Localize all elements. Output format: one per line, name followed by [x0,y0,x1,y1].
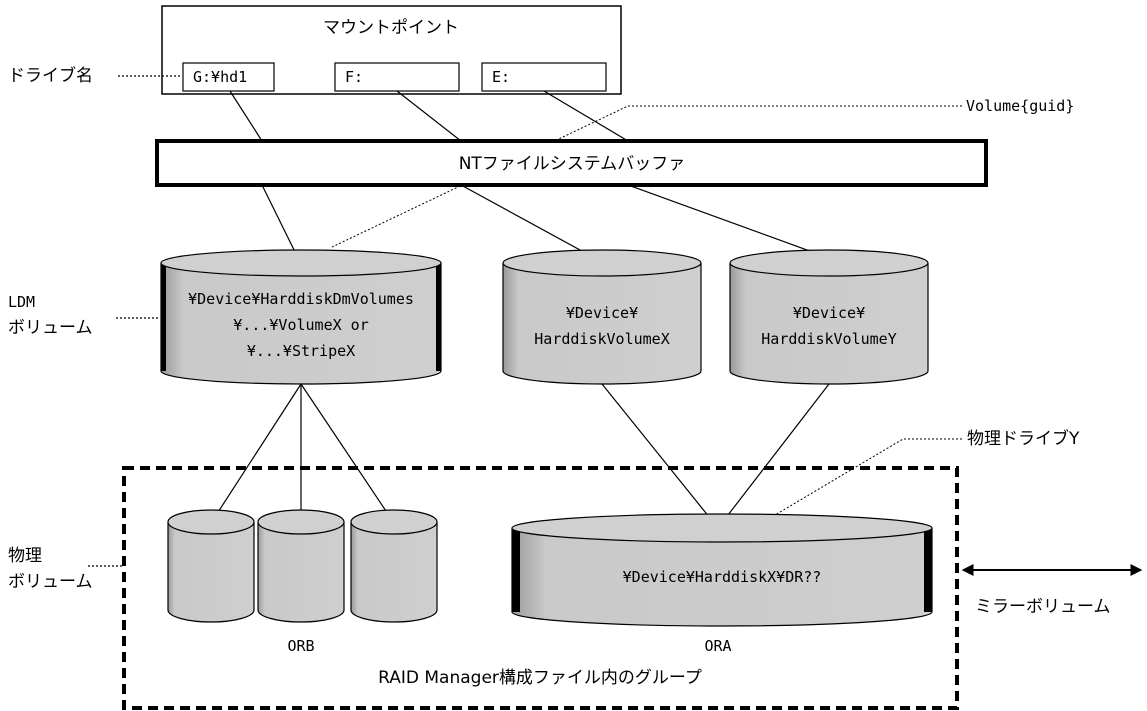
drive-name-label: ドライブ名 [8,65,93,86]
group-ora-label: ORA [704,637,731,655]
link-e-buffer [543,90,629,142]
link-g-buffer [229,90,263,142]
ldm3-line1: ¥Device¥ [793,304,865,322]
link-buffer-ldm3 [627,184,841,263]
volume-guid-leader [329,105,962,249]
orb-disk-3 [350,509,438,623]
nt-buffer-label: NTファイルシステムバッファ [459,154,686,174]
ldm-label-line2: ボリューム [8,318,93,338]
drive-box-g [182,62,275,92]
link-ldm1-orb3 [300,383,395,524]
group-orb-label: ORB [287,637,314,655]
link-buffer-ldm2 [460,184,603,263]
ldm3-line2: HarddiskVolumeY [761,330,896,348]
link-ldm1-orb1 [210,383,302,524]
physical-volume-label-line2: ボリューム [8,572,93,592]
physical-volume-label-line1: 物理 [8,546,42,566]
physical-drive-leader [769,438,962,519]
ldm-volume-y-cylinder: ¥Device¥ HarddiskVolumeY [729,249,929,385]
ldm2-line2: HarddiskVolumeX [534,330,669,348]
ldm-volume-dm-cylinder: ¥Device¥HarddiskDmVolumes ¥...¥VolumeX o… [160,249,442,385]
link-ldm2-ora [601,383,719,529]
ldm-label-line1: LDM [8,293,35,311]
ldm1-line3: ¥...¥StripeX [247,342,355,360]
mount-point-box: マウントポイント G:¥hd1 F: E: [161,5,622,95]
volume-guid-label: Volume{guid} [966,97,1074,115]
link-f-buffer [396,90,462,142]
drive-f-label: F: [345,68,363,86]
drive-g-label: G:¥hd1 [193,68,247,86]
ldm2-line1: ¥Device¥ [566,304,638,322]
nt-file-system-buffer [155,139,988,187]
raid-group-label: RAID Manager構成ファイル内のグループ [378,668,702,688]
raid-group-box [122,466,959,710]
ldm1-line1: ¥Device¥HarddiskDmVolumes [188,290,414,308]
ldm1-line2: ¥...¥VolumeX or [233,316,368,334]
link-buffer-ldm1 [261,184,301,263]
ldm-volume-x-cylinder: ¥Device¥ HarddiskVolumeX [502,249,702,385]
drive-box-e [481,62,607,92]
orb-disk-2 [257,509,345,623]
mount-point-title: マウントポイント [323,18,459,38]
drive-e-label: E: [492,68,510,86]
orb-disk-1 [167,509,255,623]
ora-disk: ¥Device¥HarddiskX¥DR?? [511,513,933,627]
link-ldm3-ora [717,383,830,529]
ora-disk-label: ¥Device¥HarddiskX¥DR?? [623,568,822,586]
mirror-volume-label: ミラーボリューム [975,597,1111,617]
physical-drive-label: 物理ドライブY [967,428,1080,449]
